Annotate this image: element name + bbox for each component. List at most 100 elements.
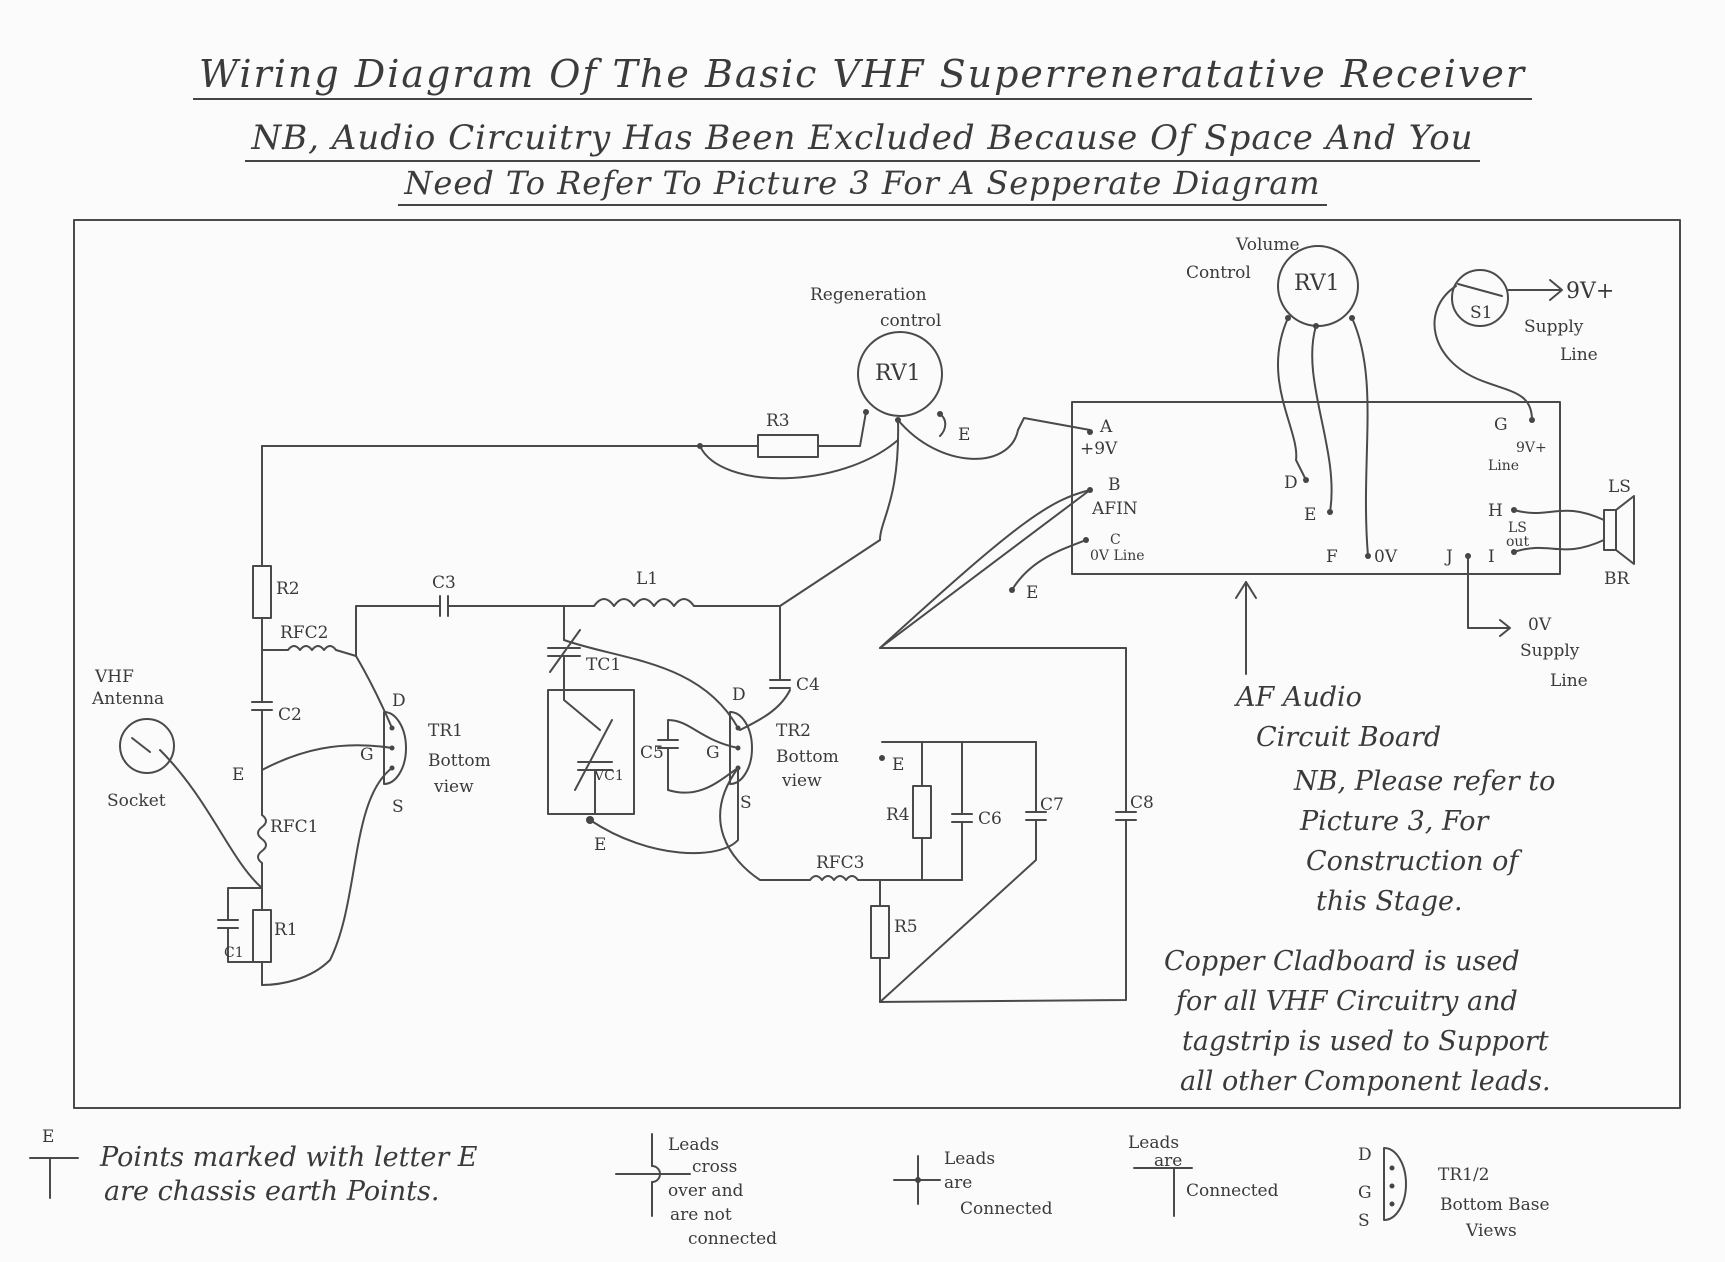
legend-conn-2: are bbox=[944, 1173, 972, 1193]
rfc1-coil bbox=[257, 814, 267, 864]
rv1-vol-caption-2: Control bbox=[1186, 263, 1251, 283]
rv1-regeneration-pot bbox=[857, 331, 943, 417]
tr2-transistor bbox=[729, 711, 753, 785]
board-j: J bbox=[1444, 547, 1453, 567]
board-9v-plus: 9V+ bbox=[1516, 440, 1547, 456]
legend-conn-1: Leads bbox=[944, 1149, 995, 1169]
tr2-view: view bbox=[781, 771, 822, 791]
legend-cross-2: cross bbox=[692, 1157, 737, 1177]
c4-label: C4 bbox=[796, 675, 820, 695]
rfc2-coil bbox=[261, 645, 357, 657]
board-h: H bbox=[1488, 501, 1503, 521]
legend-earth-1: Points marked with letter E bbox=[99, 1142, 478, 1173]
loudspeaker bbox=[1603, 509, 1617, 551]
nb-note-2: Picture 3, For bbox=[1299, 806, 1490, 837]
e-label-vc1: E bbox=[594, 835, 606, 855]
legend-e-mark: E bbox=[42, 1127, 54, 1147]
tr1-label: TR1 bbox=[428, 721, 463, 741]
c3-label: C3 bbox=[432, 573, 456, 593]
c5-label: C5 bbox=[640, 743, 664, 763]
ls-label: LS bbox=[1608, 477, 1631, 497]
board-line: Line bbox=[1488, 458, 1519, 474]
rv1-vol-label: RV1 bbox=[1294, 271, 1340, 296]
copper-note-2: for all VHF Circuitry and bbox=[1174, 986, 1518, 1017]
legend-cross-3: over and bbox=[668, 1181, 744, 1201]
tr1-g: G bbox=[360, 745, 374, 765]
r4-label: R4 bbox=[886, 805, 910, 825]
c8-label: C8 bbox=[1130, 793, 1154, 813]
legend-tr-2: Bottom Base bbox=[1440, 1195, 1550, 1215]
board-ov-line: 0V Line bbox=[1090, 548, 1145, 564]
r1-resistor bbox=[252, 909, 272, 963]
tr2-label: TR2 bbox=[776, 721, 811, 741]
tr1-bottom: Bottom bbox=[428, 751, 491, 771]
r2-label: R2 bbox=[276, 579, 300, 599]
note-line-1: NB, Audio Circuitry Has Been Excluded Be… bbox=[0, 118, 1725, 162]
board-a: A bbox=[1099, 417, 1113, 437]
supply-line-label: Line bbox=[1560, 345, 1598, 365]
rv1-reg-caption-1: Regeneration bbox=[810, 285, 927, 305]
tr2-s: S bbox=[740, 793, 752, 813]
tr1-view: view bbox=[433, 777, 474, 797]
supply-arrow-ov bbox=[1499, 619, 1511, 637]
c1-label: C1 bbox=[224, 945, 244, 961]
socket-label: Socket bbox=[107, 791, 166, 811]
vc1-label: VC1 bbox=[593, 768, 624, 784]
r3-resistor bbox=[757, 434, 819, 458]
note-line-2: Need To Refer To Picture 3 For A Seppera… bbox=[0, 164, 1725, 206]
copper-note-1: Copper Cladboard is used bbox=[1164, 946, 1520, 977]
rv1-vol-caption-1: Volume bbox=[1235, 235, 1300, 255]
board-g: G bbox=[1494, 415, 1508, 435]
antenna-lead bbox=[159, 749, 263, 889]
legend-tee-1: Leads bbox=[1128, 1133, 1179, 1153]
legend-tee-3: Connected bbox=[1186, 1181, 1279, 1201]
board-plus9v: +9V bbox=[1080, 439, 1118, 459]
e-label-left: E bbox=[232, 765, 244, 785]
s1-label: S1 bbox=[1470, 303, 1492, 323]
legend-tr-3: Views bbox=[1465, 1221, 1517, 1241]
rv1-reg-caption-2: control bbox=[880, 311, 941, 331]
copper-note-3: tagstrip is used to Support bbox=[1182, 1026, 1549, 1057]
l1-label: L1 bbox=[636, 569, 658, 589]
r1-label: R1 bbox=[274, 920, 298, 940]
supply-arrow-plus bbox=[1549, 279, 1563, 301]
tr1-transistor bbox=[383, 711, 407, 785]
supply-label: Supply bbox=[1524, 317, 1584, 337]
rfc3-label: RFC3 bbox=[816, 853, 864, 873]
board-e: E bbox=[1304, 505, 1316, 525]
board-d: D bbox=[1284, 473, 1298, 493]
nb-note-4: this Stage. bbox=[1316, 886, 1463, 917]
legend-cross-5: connected bbox=[688, 1229, 777, 1249]
legend-cross-1: Leads bbox=[668, 1135, 719, 1155]
tr1-s: S bbox=[392, 797, 404, 817]
c6-label: C6 bbox=[978, 809, 1002, 829]
tr2-bottom: Bottom bbox=[776, 747, 839, 767]
rfc1-label: RFC1 bbox=[270, 817, 318, 837]
ls-out-2: out bbox=[1506, 534, 1529, 550]
c7-label: C7 bbox=[1040, 795, 1064, 815]
legend-transistor bbox=[1383, 1147, 1407, 1221]
tr2-g: G bbox=[706, 743, 720, 763]
rfc2-label: RFC2 bbox=[280, 623, 328, 643]
e-label-board-c: E bbox=[1026, 583, 1038, 603]
e-label-rv1: E bbox=[958, 425, 970, 445]
r5-resistor bbox=[870, 905, 890, 959]
af-note-1: AF Audio bbox=[1233, 682, 1362, 713]
board-b: B bbox=[1108, 475, 1121, 495]
legend-cross-4: are not bbox=[670, 1205, 732, 1225]
r5-label: R5 bbox=[894, 917, 918, 937]
copper-note-4: all other Component leads. bbox=[1180, 1066, 1551, 1097]
board-f: F bbox=[1326, 547, 1338, 567]
antenna-label-2: Antenna bbox=[91, 689, 164, 709]
diagram-frame bbox=[73, 219, 1681, 1109]
tr1-d: D bbox=[392, 691, 406, 711]
rv1-reg-label: RV1 bbox=[875, 361, 921, 386]
legend-earth-2: are chassis earth Points. bbox=[104, 1176, 439, 1207]
legend-tee-2: are bbox=[1154, 1151, 1182, 1171]
r2-resistor bbox=[252, 565, 272, 619]
af-board-arrow bbox=[1235, 581, 1257, 599]
ls-out-1: LS bbox=[1508, 520, 1527, 536]
ov-supply-label-1: 0V bbox=[1528, 615, 1552, 635]
supply-plus-label: 9V+ bbox=[1566, 279, 1614, 304]
l1-coil bbox=[593, 598, 695, 607]
